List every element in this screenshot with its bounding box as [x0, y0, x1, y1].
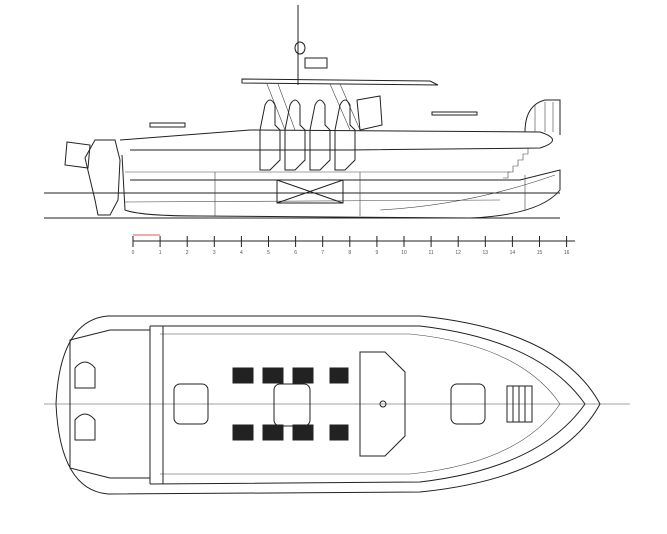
scale-tick-label: 0: [132, 250, 135, 256]
hatches: [173, 383, 486, 427]
side-profile-view: [44, 5, 561, 219]
scale-tick-label: 10: [401, 250, 407, 256]
scale-tick-label: 11: [428, 250, 433, 256]
scale-tick-label: 5: [267, 250, 270, 256]
scale-tick-label: 9: [376, 250, 379, 256]
seats: [232, 367, 349, 441]
scale-tick-label: 6: [294, 250, 297, 256]
scale-tick-label: 16: [564, 250, 570, 256]
scale-tick-label: 7: [321, 250, 324, 256]
plan-view: [44, 315, 630, 495]
scale-tick-label: 2: [186, 250, 189, 256]
scale-tick-label: 12: [455, 250, 461, 256]
scale-tick-label: 4: [240, 250, 243, 256]
scale-tick-label: 15: [537, 250, 543, 256]
scale-tick-label: 1: [159, 250, 162, 256]
scale-tick-label: 3: [213, 250, 216, 256]
scale-tick-label: 14: [510, 250, 516, 256]
scale-tick-label: 13: [483, 250, 489, 256]
scale-tick-label: 8: [348, 250, 351, 256]
crew-seats: [259, 99, 356, 171]
